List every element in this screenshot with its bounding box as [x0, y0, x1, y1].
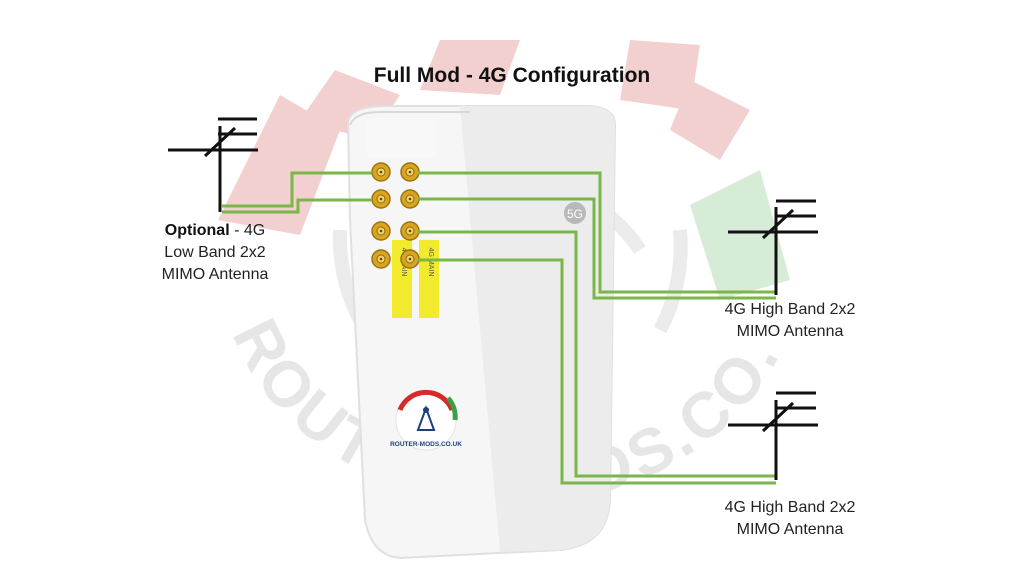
- antenna-icon-low-band: [168, 117, 258, 212]
- svg-text:ROUTER-MODS.CO.UK: ROUTER-MODS.CO.UK: [390, 441, 462, 448]
- label-optional-line1: Optional - 4G: [140, 220, 290, 242]
- cable-high-band-2a: [418, 230, 776, 478]
- cable-high-band-1b: [418, 197, 776, 300]
- router-mods-logo: ROUTER-MODS.CO.UK: [390, 389, 462, 451]
- label-optional-line3: MIMO Antenna: [161, 266, 269, 283]
- sma-connector: [371, 249, 391, 269]
- antenna-sticker-right: 4G MAIN: [419, 240, 439, 318]
- label-hb2-line1: 4G High Band 2x2: [724, 499, 856, 516]
- svg-text:4G MAIN: 4G MAIN: [427, 248, 434, 277]
- cable-high-band-1a: [418, 171, 776, 294]
- router-5g-badge: 5G: [564, 202, 586, 224]
- cable-low-band-1: [222, 171, 372, 208]
- label-optional-line2: Low Band 2x2: [164, 244, 266, 261]
- svg-text:5G: 5G: [567, 207, 583, 221]
- sma-connector: [400, 221, 420, 241]
- label-optional-bold: Optional: [164, 222, 230, 239]
- cable-low-band-2: [222, 198, 372, 214]
- sma-connector: [371, 189, 391, 209]
- label-optional-low-band: Optional - 4G Low Band 2x2 MIMO Antenna: [140, 220, 290, 286]
- label-hb2-line2: MIMO Antenna: [736, 521, 844, 538]
- label-high-band-1: 4G High Band 2x2 MIMO Antenna: [700, 299, 880, 343]
- sma-connectors: [371, 162, 420, 269]
- antenna-icon-high-band-1: [728, 199, 818, 295]
- page-title: Full Mod - 4G Configuration: [373, 64, 651, 87]
- label-high-band-2: 4G High Band 2x2 MIMO Antenna: [700, 497, 880, 541]
- watermark-green-segment: [690, 170, 790, 300]
- cable-high-band-2b: [418, 258, 776, 485]
- label-hb1-line2: MIMO Antenna: [736, 323, 844, 340]
- sma-connector: [400, 189, 420, 209]
- sma-connector: [400, 162, 420, 182]
- label-optional-rest: - 4G: [229, 222, 266, 239]
- sma-connector: [371, 162, 391, 182]
- label-hb1-line1: 4G High Band 2x2: [724, 301, 856, 318]
- antenna-cables: [222, 171, 776, 485]
- antenna-icon-high-band-2: [728, 391, 818, 480]
- sma-connector: [371, 221, 391, 241]
- sma-connector: [400, 249, 420, 269]
